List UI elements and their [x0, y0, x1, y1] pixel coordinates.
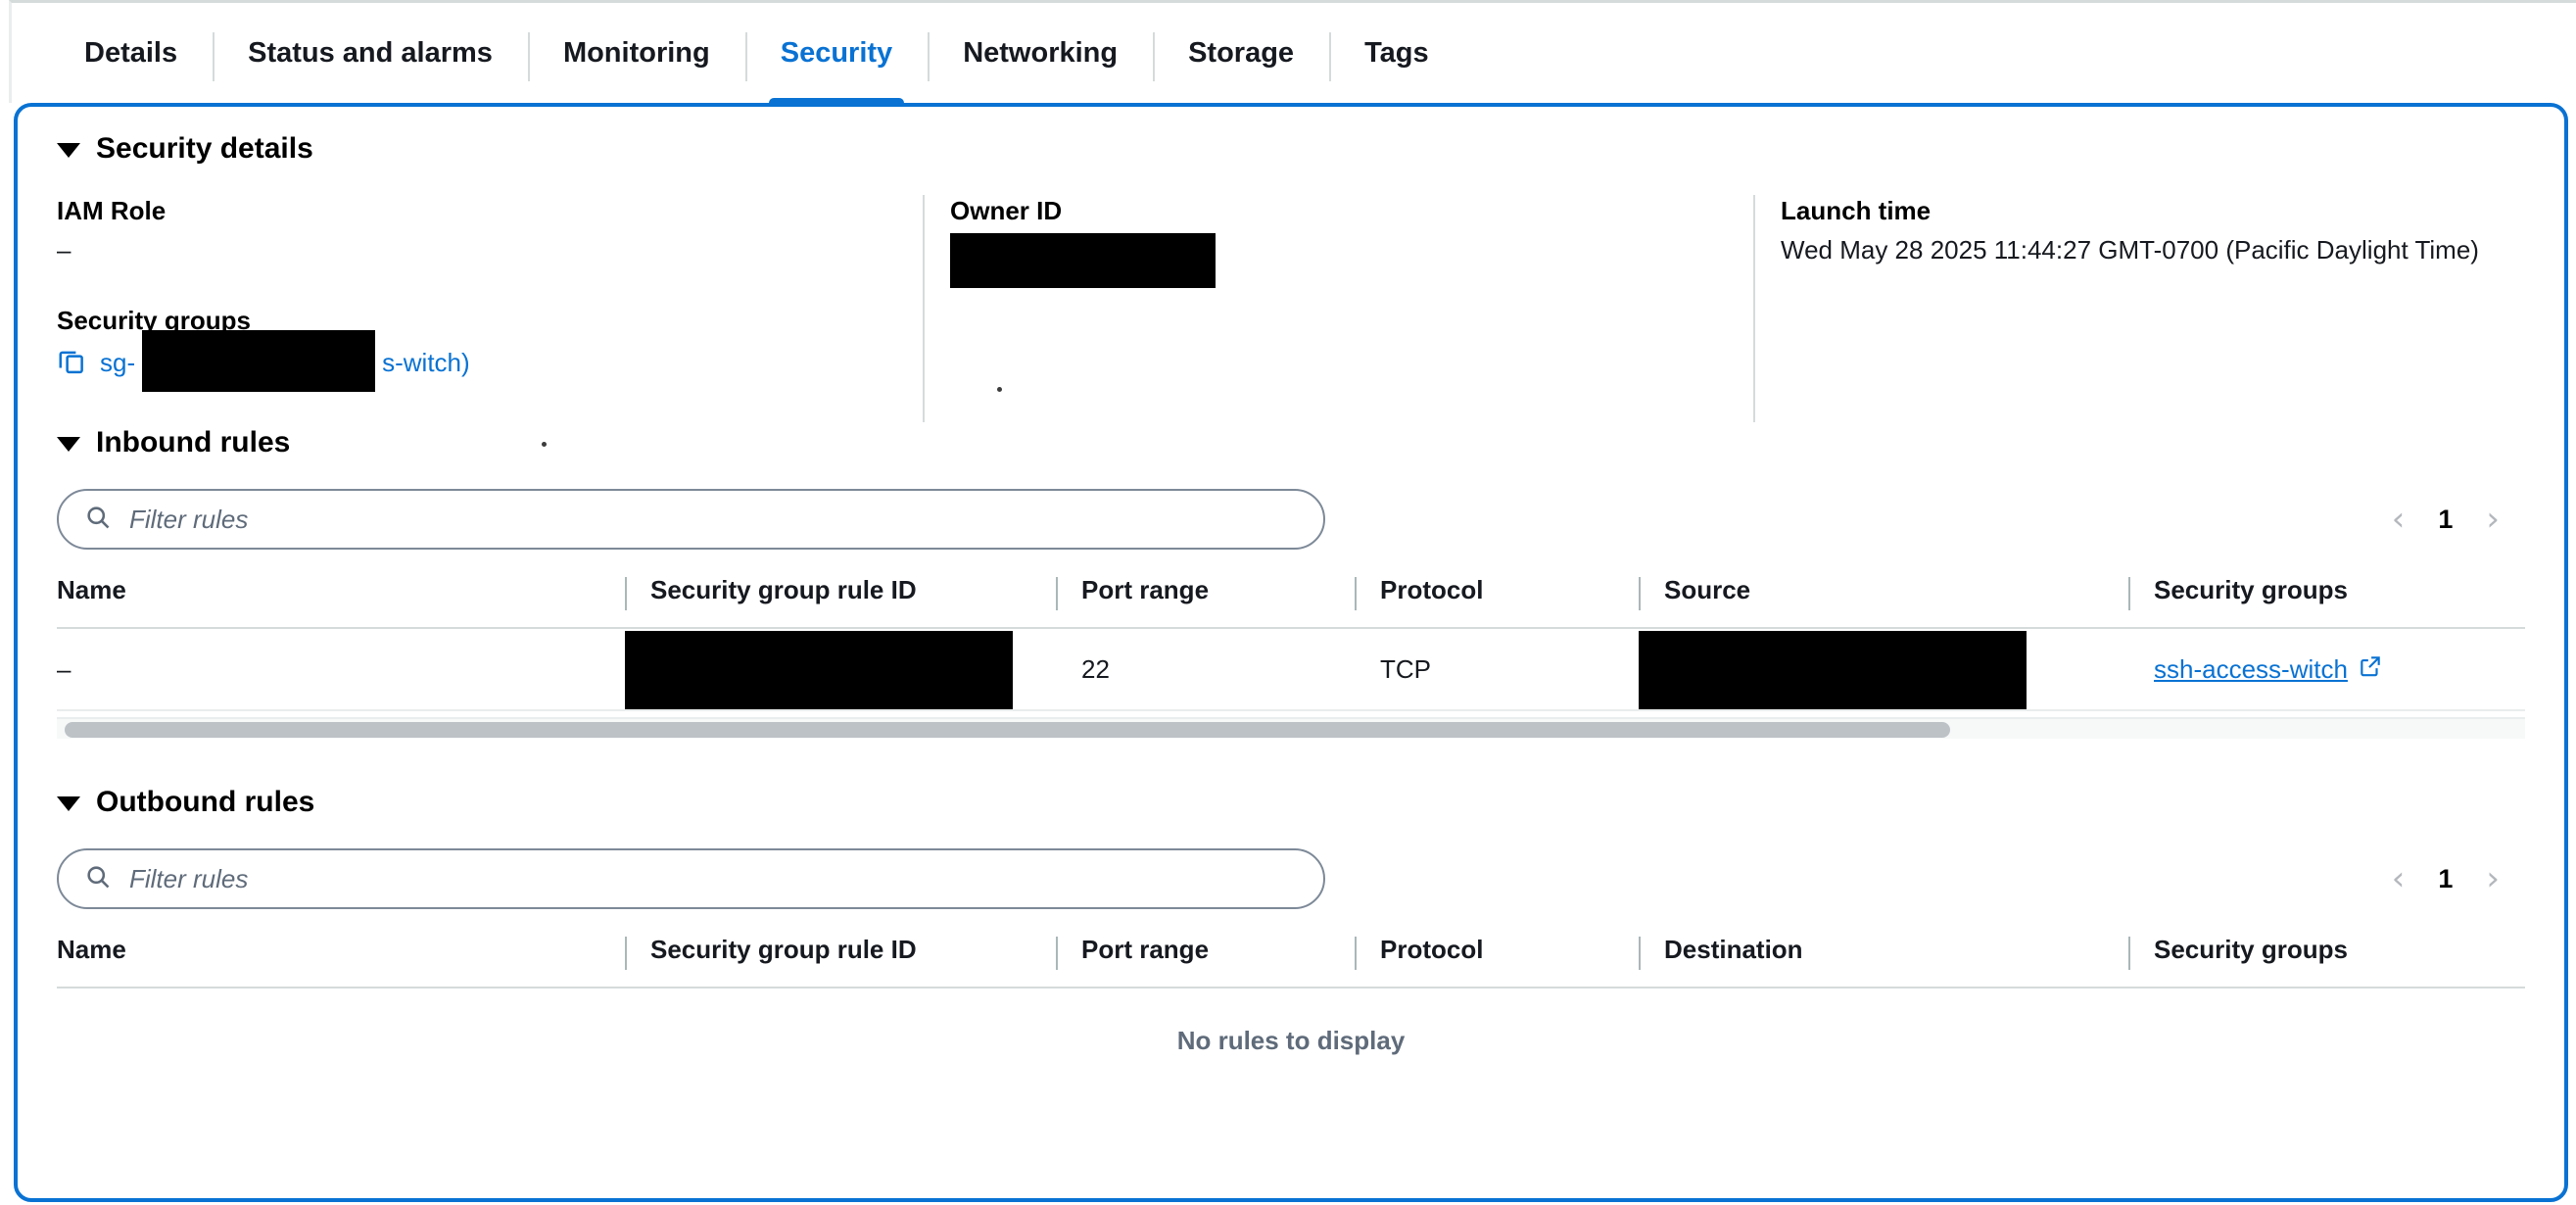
- section-title: Inbound rules: [96, 426, 291, 458]
- outbound-filter-placeholder: Filter rules: [129, 863, 249, 893]
- next-page-icon[interactable]: ›: [2486, 859, 2500, 898]
- table-header-row: Name Security group rule ID Port range P…: [57, 575, 2525, 627]
- tab-tags[interactable]: Tags: [1329, 3, 1464, 103]
- security-group-link-label: ssh-access-witch: [2154, 653, 2348, 684]
- tab-storage[interactable]: Storage: [1153, 3, 1329, 103]
- tab-label: Networking: [963, 36, 1119, 69]
- column-header-security-group-rule-id[interactable]: Security group rule ID: [625, 935, 1056, 987]
- outbound-filter-row: Filter rules ‹ 1 ›: [57, 848, 2525, 909]
- column-header-security-group-rule-id[interactable]: Security group rule ID: [625, 575, 1056, 627]
- security-group-link-prefix[interactable]: sg-: [100, 348, 136, 378]
- outbound-rules-header[interactable]: Outbound rules: [57, 786, 2525, 819]
- tab-bar: Details Status and alarms Monitoring Sec…: [9, 0, 2576, 106]
- redaction-bar-source: [1639, 631, 2027, 709]
- tab-label: Details: [84, 36, 178, 69]
- collapse-caret-icon: [57, 143, 80, 158]
- previous-page-icon[interactable]: ‹: [2391, 500, 2406, 539]
- inbound-filter-placeholder: Filter rules: [129, 504, 249, 534]
- column-header-security-groups[interactable]: Security groups: [2128, 935, 2525, 987]
- table-header-row: Name Security group rule ID Port range P…: [57, 935, 2525, 987]
- outbound-rules-section: Outbound rules Filter rules ‹ 1 › Nam: [57, 786, 2525, 1056]
- tab-details[interactable]: Details: [49, 3, 213, 103]
- inbound-rules-header[interactable]: Inbound rules: [57, 426, 290, 459]
- column-header-port-range[interactable]: Port range: [1056, 575, 1355, 627]
- redaction-bar-security-group-id: [142, 330, 375, 393]
- owner-id-field: Owner ID: [950, 195, 1724, 288]
- security-groups-field: Security groups sg- s-witch): [57, 305, 893, 393]
- search-icon: [84, 504, 112, 536]
- scrollbar-thumb[interactable]: [65, 722, 1950, 738]
- redaction-bar-owner-id: [950, 232, 1216, 288]
- security-details-grid: IAM Role – Security groups sg- s-witch): [57, 195, 2525, 422]
- outbound-filter-rules-input[interactable]: Filter rules: [57, 848, 1325, 909]
- inbound-rules-header-row: Inbound rules: [57, 426, 2525, 459]
- collapse-caret-icon: [57, 437, 80, 452]
- horizontal-scrollbar[interactable]: [57, 717, 2525, 739]
- tab-label: Tags: [1364, 36, 1429, 69]
- column-header-destination[interactable]: Destination: [1639, 935, 2128, 987]
- inbound-rules-section: Inbound rules Filter rules ‹ 1 ›: [57, 426, 2525, 739]
- copy-icon[interactable]: [57, 346, 86, 380]
- tab-label: Status and alarms: [248, 36, 493, 69]
- inbound-rules-table: Name Security group rule ID Port range P…: [57, 575, 2525, 739]
- inbound-filter-rules-input[interactable]: Filter rules: [57, 489, 1325, 550]
- security-group-link-suffix[interactable]: s-witch): [382, 348, 470, 378]
- section-title: Security details: [96, 132, 313, 165]
- details-column-left: IAM Role – Security groups sg- s-witch): [57, 195, 1002, 422]
- column-header-source[interactable]: Source: [1639, 575, 2128, 627]
- details-column-middle: Owner ID: [923, 195, 1753, 422]
- table-row[interactable]: – 22 TCP ssh-access-witch: [57, 627, 2525, 711]
- inbound-pagination: ‹ 1 ›: [2392, 503, 2525, 536]
- column-header-port-range[interactable]: Port range: [1056, 935, 1355, 987]
- tab-label: Monitoring: [562, 36, 710, 69]
- section-title: Outbound rules: [96, 786, 315, 818]
- previous-page-icon[interactable]: ‹: [2391, 859, 2406, 898]
- launch-time-value: Wed May 28 2025 11:44:27 GMT-0700 (Pacif…: [1781, 234, 2479, 265]
- tab-networking[interactable]: Networking: [928, 3, 1153, 103]
- security-panel: Security details IAM Role – Security gro…: [14, 103, 2568, 1202]
- outbound-empty-state: No rules to display: [57, 987, 2525, 1056]
- inbound-filter-row: Filter rules ‹ 1 ›: [57, 489, 2525, 550]
- security-details-header[interactable]: Security details: [57, 132, 2525, 166]
- owner-id-label: Owner ID: [950, 196, 1063, 225]
- cell-security-groups: ssh-access-witch: [2128, 653, 2525, 686]
- cell-name: –: [57, 653, 72, 684]
- column-header-name[interactable]: Name: [57, 935, 126, 964]
- external-link-icon: [2358, 653, 2383, 686]
- cell-protocol: TCP: [1380, 653, 1431, 684]
- security-groups-label: Security groups: [57, 305, 251, 335]
- column-header-security-groups[interactable]: Security groups: [2128, 575, 2525, 627]
- column-header-protocol[interactable]: Protocol: [1355, 935, 1639, 987]
- search-icon: [84, 863, 112, 895]
- tab-label: Storage: [1188, 36, 1295, 69]
- outbound-rules-table: Name Security group rule ID Port range P…: [57, 935, 2525, 1056]
- render-artifact-dot: [997, 387, 1002, 392]
- launch-time-label: Launch time: [1781, 196, 1932, 225]
- current-page-number[interactable]: 1: [2438, 863, 2454, 893]
- current-page-number[interactable]: 1: [2438, 504, 2454, 534]
- tab-label: Security: [780, 36, 893, 69]
- cell-port-range: 22: [1081, 653, 1110, 684]
- tab-monitoring[interactable]: Monitoring: [527, 3, 745, 103]
- render-artifact-dot: [542, 442, 547, 447]
- details-column-right: Launch time Wed May 28 2025 11:44:27 GMT…: [1753, 195, 2525, 422]
- next-page-icon[interactable]: ›: [2486, 500, 2500, 539]
- security-group-link-row[interactable]: sg- s-witch): [57, 330, 893, 393]
- iam-role-label: IAM Role: [57, 196, 167, 225]
- tab-list: Details Status and alarms Monitoring Sec…: [12, 3, 2576, 106]
- column-header-protocol[interactable]: Protocol: [1355, 575, 1639, 627]
- tab-status-and-alarms[interactable]: Status and alarms: [213, 3, 528, 103]
- launch-time-field: Launch time Wed May 28 2025 11:44:27 GMT…: [1781, 195, 2496, 267]
- column-header-name[interactable]: Name: [57, 575, 126, 604]
- collapse-caret-icon: [57, 796, 80, 811]
- iam-role-field: IAM Role –: [57, 195, 893, 267]
- iam-role-value: –: [57, 234, 72, 265]
- security-group-external-link[interactable]: ssh-access-witch: [2154, 653, 2383, 686]
- tab-security[interactable]: Security: [744, 3, 928, 106]
- outbound-pagination: ‹ 1 ›: [2392, 862, 2525, 895]
- redaction-bar-rule-id: [625, 631, 1013, 709]
